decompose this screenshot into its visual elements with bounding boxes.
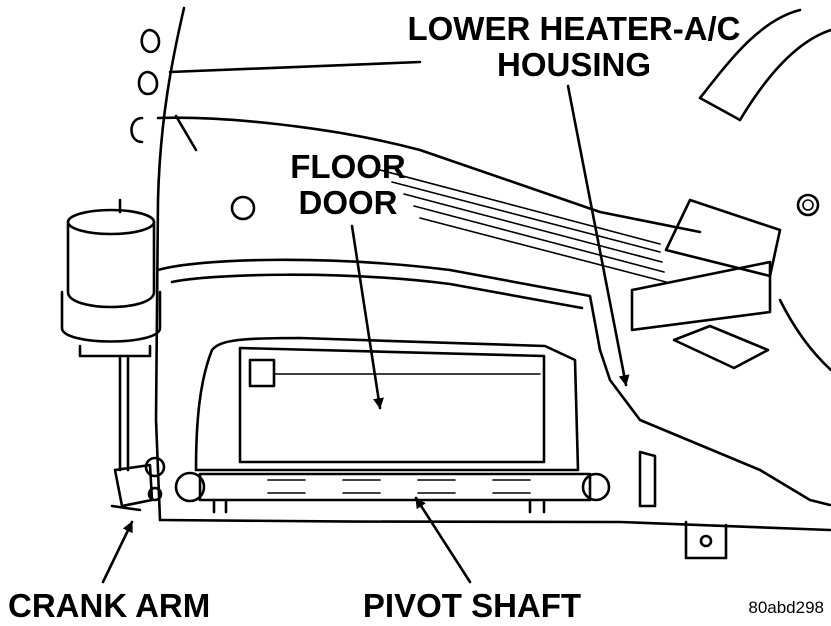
floor-door-label-line1: FLOOR: [290, 148, 406, 185]
floor-door-label-line2: DOOR: [299, 184, 398, 221]
pivot-shaft-arrow: [414, 496, 472, 584]
lower-housing-label-line1: LOWER HEATER-A/C: [407, 10, 740, 47]
floor-door-part: [194, 336, 580, 472]
crank-arm-label: CRANK ARM: [8, 587, 210, 624]
leader-arrows: [101, 84, 630, 584]
right-duct: [630, 8, 831, 372]
housing-body: [130, 6, 831, 532]
housing-arrow: [566, 84, 630, 387]
figure-code: 80abd298: [748, 598, 824, 617]
actuator-motor: [60, 198, 162, 472]
floor-door-arrow: [350, 224, 384, 410]
bottom-bracket: [684, 520, 728, 560]
crank-arm-part: [110, 456, 166, 512]
pivot-shaft-label: PIVOT SHAFT: [363, 587, 581, 624]
pivot-shaft-part: [174, 471, 611, 514]
crank-arm-arrow: [101, 520, 134, 584]
lower-housing-label-line2: HOUSING: [497, 46, 651, 83]
